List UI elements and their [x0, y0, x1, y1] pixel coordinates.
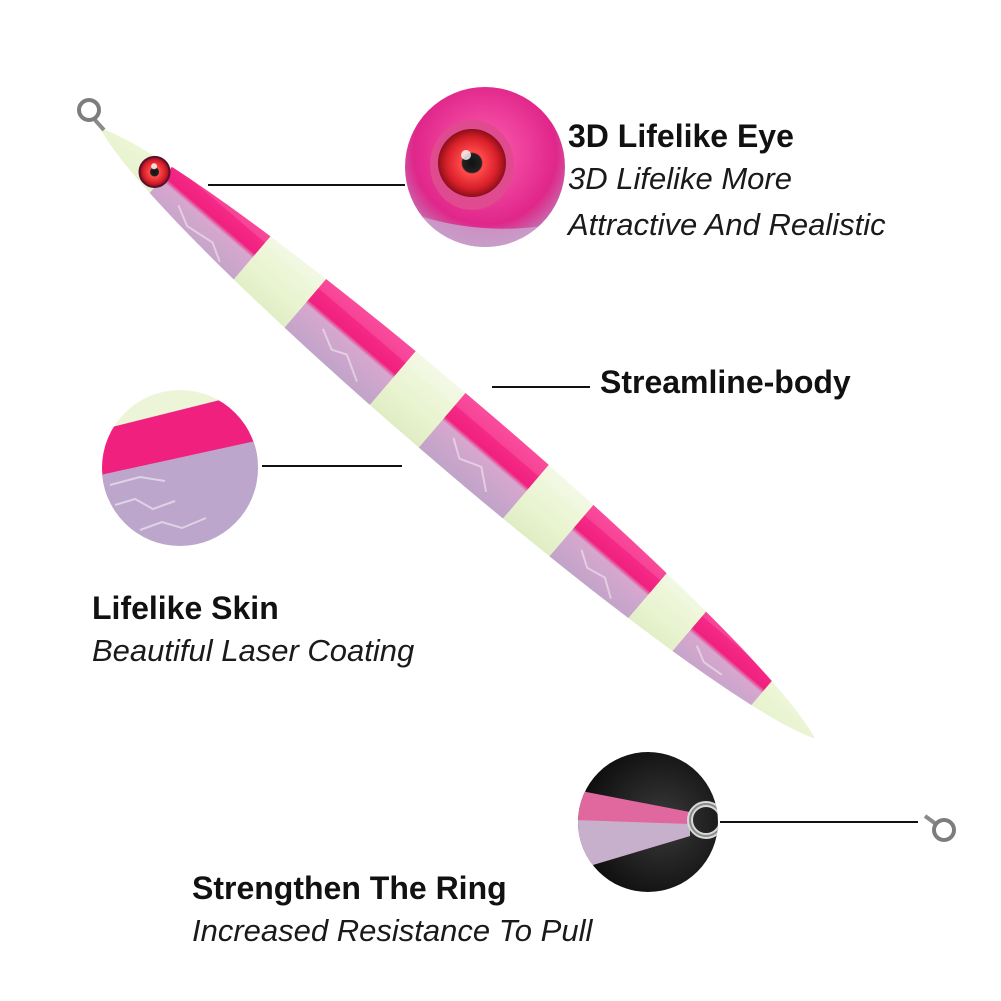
- callout-ring: Strengthen The Ring Increased Resistance…: [192, 868, 592, 954]
- callout-skin-line-1: Beautiful Laser Coating: [92, 633, 415, 668]
- tail-ring-icon: [923, 814, 956, 842]
- head-ring-icon: [77, 98, 106, 132]
- ring-closeup: [576, 750, 720, 894]
- callout-eye-line-1: 3D Lifelike More: [568, 161, 792, 196]
- callout-eye-title: 3D Lifelike Eye: [568, 118, 794, 154]
- callout-ring-title: Strengthen The Ring: [192, 870, 507, 906]
- callout-skin-title: Lifelike Skin: [92, 590, 279, 626]
- callout-body-title: Streamline-body: [600, 364, 851, 400]
- callout-body: Streamline-body: [600, 362, 851, 402]
- callout-eye-line-2: Attractive And Realistic: [568, 207, 886, 242]
- callout-skin: Lifelike Skin Beautiful Laser Coating: [92, 588, 414, 674]
- skin-closeup: [100, 388, 260, 548]
- leader-lines: [208, 184, 918, 823]
- lure-eye-icon: [138, 155, 171, 188]
- callout-ring-line-1: Increased Resistance To Pull: [192, 913, 593, 948]
- callout-eye: 3D Lifelike Eye 3D Lifelike More Attract…: [568, 116, 886, 248]
- eye-closeup: [403, 85, 567, 249]
